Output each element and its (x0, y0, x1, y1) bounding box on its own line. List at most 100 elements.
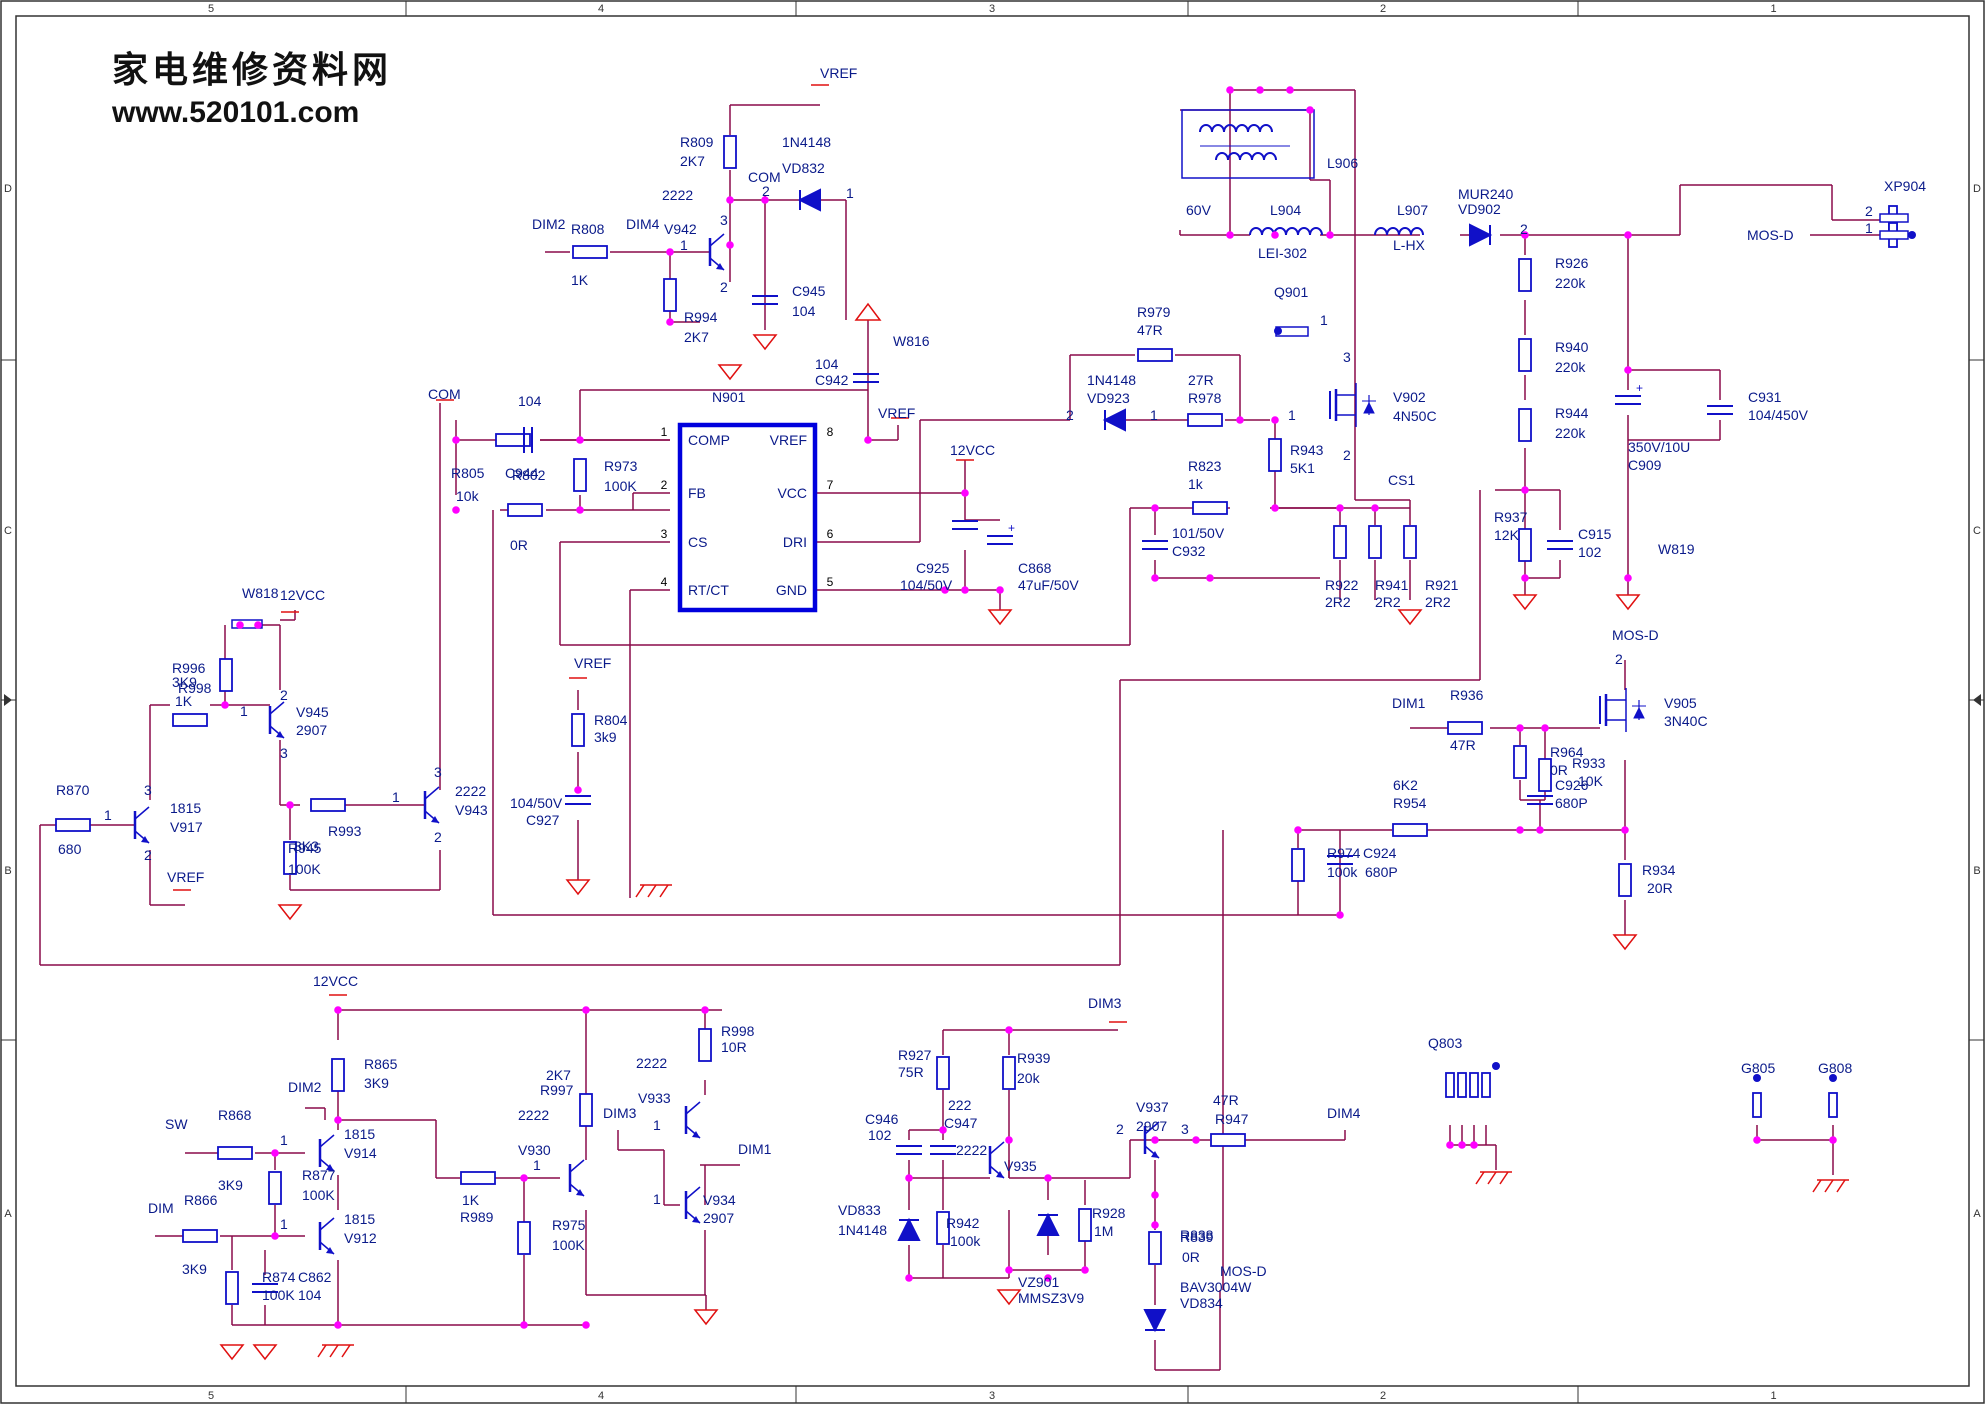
chassis-ground (1824, 1179, 1834, 1193)
diode (797, 188, 821, 212)
junction-dot (1624, 366, 1632, 374)
ic-pin-name-vcc: VCC (777, 485, 807, 501)
label-102: 102 (868, 1127, 892, 1143)
label-2r2: 2R2 (1375, 594, 1401, 610)
junctions (221, 86, 1837, 1329)
resistor (936, 1056, 950, 1090)
label-222: 222 (948, 1097, 972, 1113)
frame-row-label: B (4, 865, 11, 877)
label-mos-d: MOS-D (1612, 627, 1659, 643)
label-vref: VREF (167, 869, 204, 885)
label-1k: 1K (462, 1192, 480, 1208)
label-12vcc: 12VCC (280, 587, 325, 603)
frame-arrow (1973, 694, 1981, 706)
resistor (268, 1171, 282, 1205)
junction-dot (1470, 1141, 1478, 1149)
label-20k: 20k (1017, 1070, 1041, 1086)
junction-dot (1516, 826, 1524, 834)
label-r974: R974 (1327, 845, 1361, 861)
emitter-arrow (326, 1247, 334, 1254)
resistor (1518, 528, 1532, 562)
label-vref: VREF (574, 655, 611, 671)
junction-dot (334, 1116, 342, 1124)
label-r940: R940 (1555, 339, 1589, 355)
label-g808: G808 (1818, 1060, 1852, 1076)
ic-pin-num-6: 6 (827, 527, 834, 541)
frame-row-label: D (1973, 183, 1981, 195)
resistor (1137, 348, 1173, 362)
emitter-arrow (141, 836, 149, 843)
label-dim4: DIM4 (626, 216, 660, 232)
label-104: 104 (298, 1287, 322, 1303)
frame-col-label: 5 (208, 3, 214, 15)
label-r802: R802 (512, 467, 546, 483)
junction-dot (1271, 231, 1279, 239)
transistor-collector (319, 1217, 335, 1231)
label-q901: Q901 (1274, 284, 1308, 300)
watermark: 家电维修资料网 www.520101.com (111, 49, 388, 129)
chassis-ground (647, 884, 657, 898)
junction-dot (1536, 826, 1544, 834)
junction-dot (905, 1274, 913, 1282)
junction-dot (961, 489, 969, 497)
inductor (1215, 152, 1277, 161)
label-c924: C924 (1363, 845, 1397, 861)
ground-symbol (693, 1309, 719, 1326)
label-1: 1 (392, 789, 400, 805)
label-r945: R945 (288, 840, 322, 856)
junction-dot (1005, 1266, 1013, 1274)
label-1: 1 (846, 185, 854, 201)
label-3: 3 (720, 212, 728, 228)
connector-pin (1481, 1072, 1491, 1098)
label-r944: R944 (1555, 405, 1589, 421)
label-2: 2 (1865, 203, 1873, 219)
label-75r: 75R (898, 1064, 924, 1080)
label-3k9: 3K9 (218, 1177, 243, 1193)
resistor (1518, 338, 1532, 372)
resistor (1291, 848, 1305, 882)
ground-symbol (1615, 594, 1641, 611)
label-l904: L904 (1270, 202, 1301, 218)
label-r805: R805 (451, 465, 485, 481)
frame-row-label: B (1973, 865, 1980, 877)
junction-dot (701, 1006, 709, 1014)
label-r998: R998 (721, 1023, 755, 1039)
label-v945: V945 (296, 704, 329, 720)
resistor (507, 503, 543, 517)
resistor (1368, 525, 1382, 559)
label-vref: VREF (820, 65, 857, 81)
label-2r2: 2R2 (1325, 594, 1351, 610)
diode (897, 1217, 921, 1241)
resistor (1618, 863, 1632, 897)
label-20r: 20R (1647, 880, 1673, 896)
label-2: 2 (280, 687, 288, 703)
q901-dot (1274, 327, 1282, 335)
junction-dot (452, 506, 460, 514)
junction-dot (1624, 231, 1632, 239)
q803-dot (1492, 1062, 1500, 1070)
resistor (1447, 721, 1483, 735)
junction-dot (236, 621, 244, 629)
frame-row-label: A (1973, 1208, 1981, 1220)
junction-dot (1829, 1136, 1837, 1144)
label-r998: R998 (178, 680, 212, 696)
label-v914: V914 (344, 1145, 377, 1161)
label-100k: 100k (950, 1233, 981, 1249)
junction-dot (1326, 231, 1334, 239)
resistor (1538, 758, 1552, 792)
resistor (571, 713, 585, 747)
junction-dot (1206, 574, 1214, 582)
chassis-ground (1499, 1171, 1509, 1185)
label-l907: L907 (1397, 202, 1428, 218)
ground-symbol (987, 609, 1013, 626)
label-1n4148: 1N4148 (782, 134, 831, 150)
label-1815: 1815 (344, 1126, 375, 1142)
label-1n4148: 1N4148 (1087, 372, 1136, 388)
junction-dot (1521, 574, 1529, 582)
label-r804: R804 (594, 712, 628, 728)
junction-dot (1446, 1141, 1454, 1149)
resistor (1078, 1208, 1092, 1242)
label-12vcc: 12VCC (313, 973, 358, 989)
label-c862: C862 (298, 1269, 332, 1285)
